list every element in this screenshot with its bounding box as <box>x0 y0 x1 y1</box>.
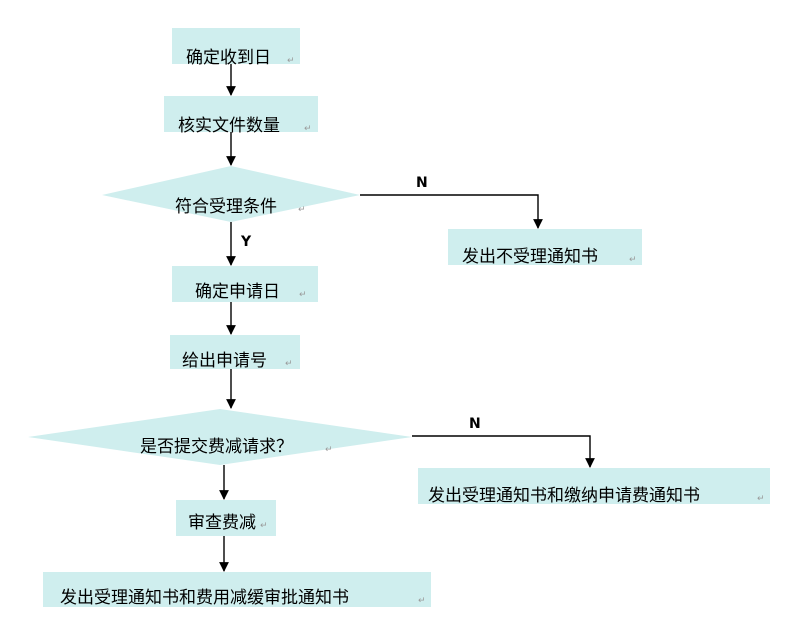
paragraph-mark-icon: ↵ <box>325 445 333 455</box>
node-not-accepted-notice: 发出不受理通知书 ↵ <box>448 229 642 267</box>
arrow-decision-no <box>360 194 543 229</box>
node-review-fee-reduction: 审查费减 ↵ <box>176 500 276 536</box>
node-label: 给出申请号 <box>182 351 267 371</box>
node-label: 审查费减 <box>188 513 256 533</box>
paragraph-mark-icon: ↵ <box>287 56 295 66</box>
node-label: 是否提交费减请求？ <box>140 437 293 457</box>
node-acceptance-and-reduction-approval: 发出受理通知书和费用减缓审批通知书 ↵ <box>43 572 431 608</box>
node-assign-application-number: 给出申请号 ↵ <box>170 335 300 371</box>
paragraph-mark-icon: ↵ <box>299 290 307 300</box>
node-label: 确定申请日 <box>195 282 280 302</box>
node-confirm-filing-date: 确定申请日 ↵ <box>172 266 318 302</box>
paragraph-mark-icon: ↵ <box>418 596 426 606</box>
node-label: 发出受理通知书和费用减缓审批通知书 <box>60 588 349 608</box>
node-label: 确定收到日 <box>186 48 271 68</box>
paragraph-mark-icon: ↵ <box>629 255 637 265</box>
node-label: 符合受理条件 <box>175 197 277 217</box>
branch-label-no: N <box>469 416 481 432</box>
decision-fee-reduction-requested: 是否提交费减请求？ ↵ <box>28 409 412 465</box>
paragraph-mark-icon: ↵ <box>757 494 765 504</box>
arrow-fee-decision-no <box>412 435 595 468</box>
paragraph-mark-icon: ↵ <box>304 124 312 134</box>
node-label: 核实文件数量 <box>178 116 280 136</box>
paragraph-mark-icon: ↵ <box>260 521 268 531</box>
node-verify-document-count: 核实文件数量 ↵ <box>164 96 318 136</box>
paragraph-mark-icon: ↵ <box>285 359 293 369</box>
branch-label-yes: Y <box>240 234 252 250</box>
node-label: 发出不受理通知书 <box>462 247 598 267</box>
node-label: 发出受理通知书和缴纳申请费通知书 <box>428 486 700 506</box>
paragraph-mark-icon: ↵ <box>298 205 306 215</box>
node-acceptance-and-payment-notice: 发出受理通知书和缴纳申请费通知书 ↵ <box>418 468 770 506</box>
branch-label-no: N <box>416 175 428 191</box>
decision-meets-acceptance: 符合受理条件 ↵ <box>102 166 360 222</box>
connectors <box>219 64 595 572</box>
node-confirm-receipt-date: 确定收到日 ↵ <box>172 28 300 68</box>
